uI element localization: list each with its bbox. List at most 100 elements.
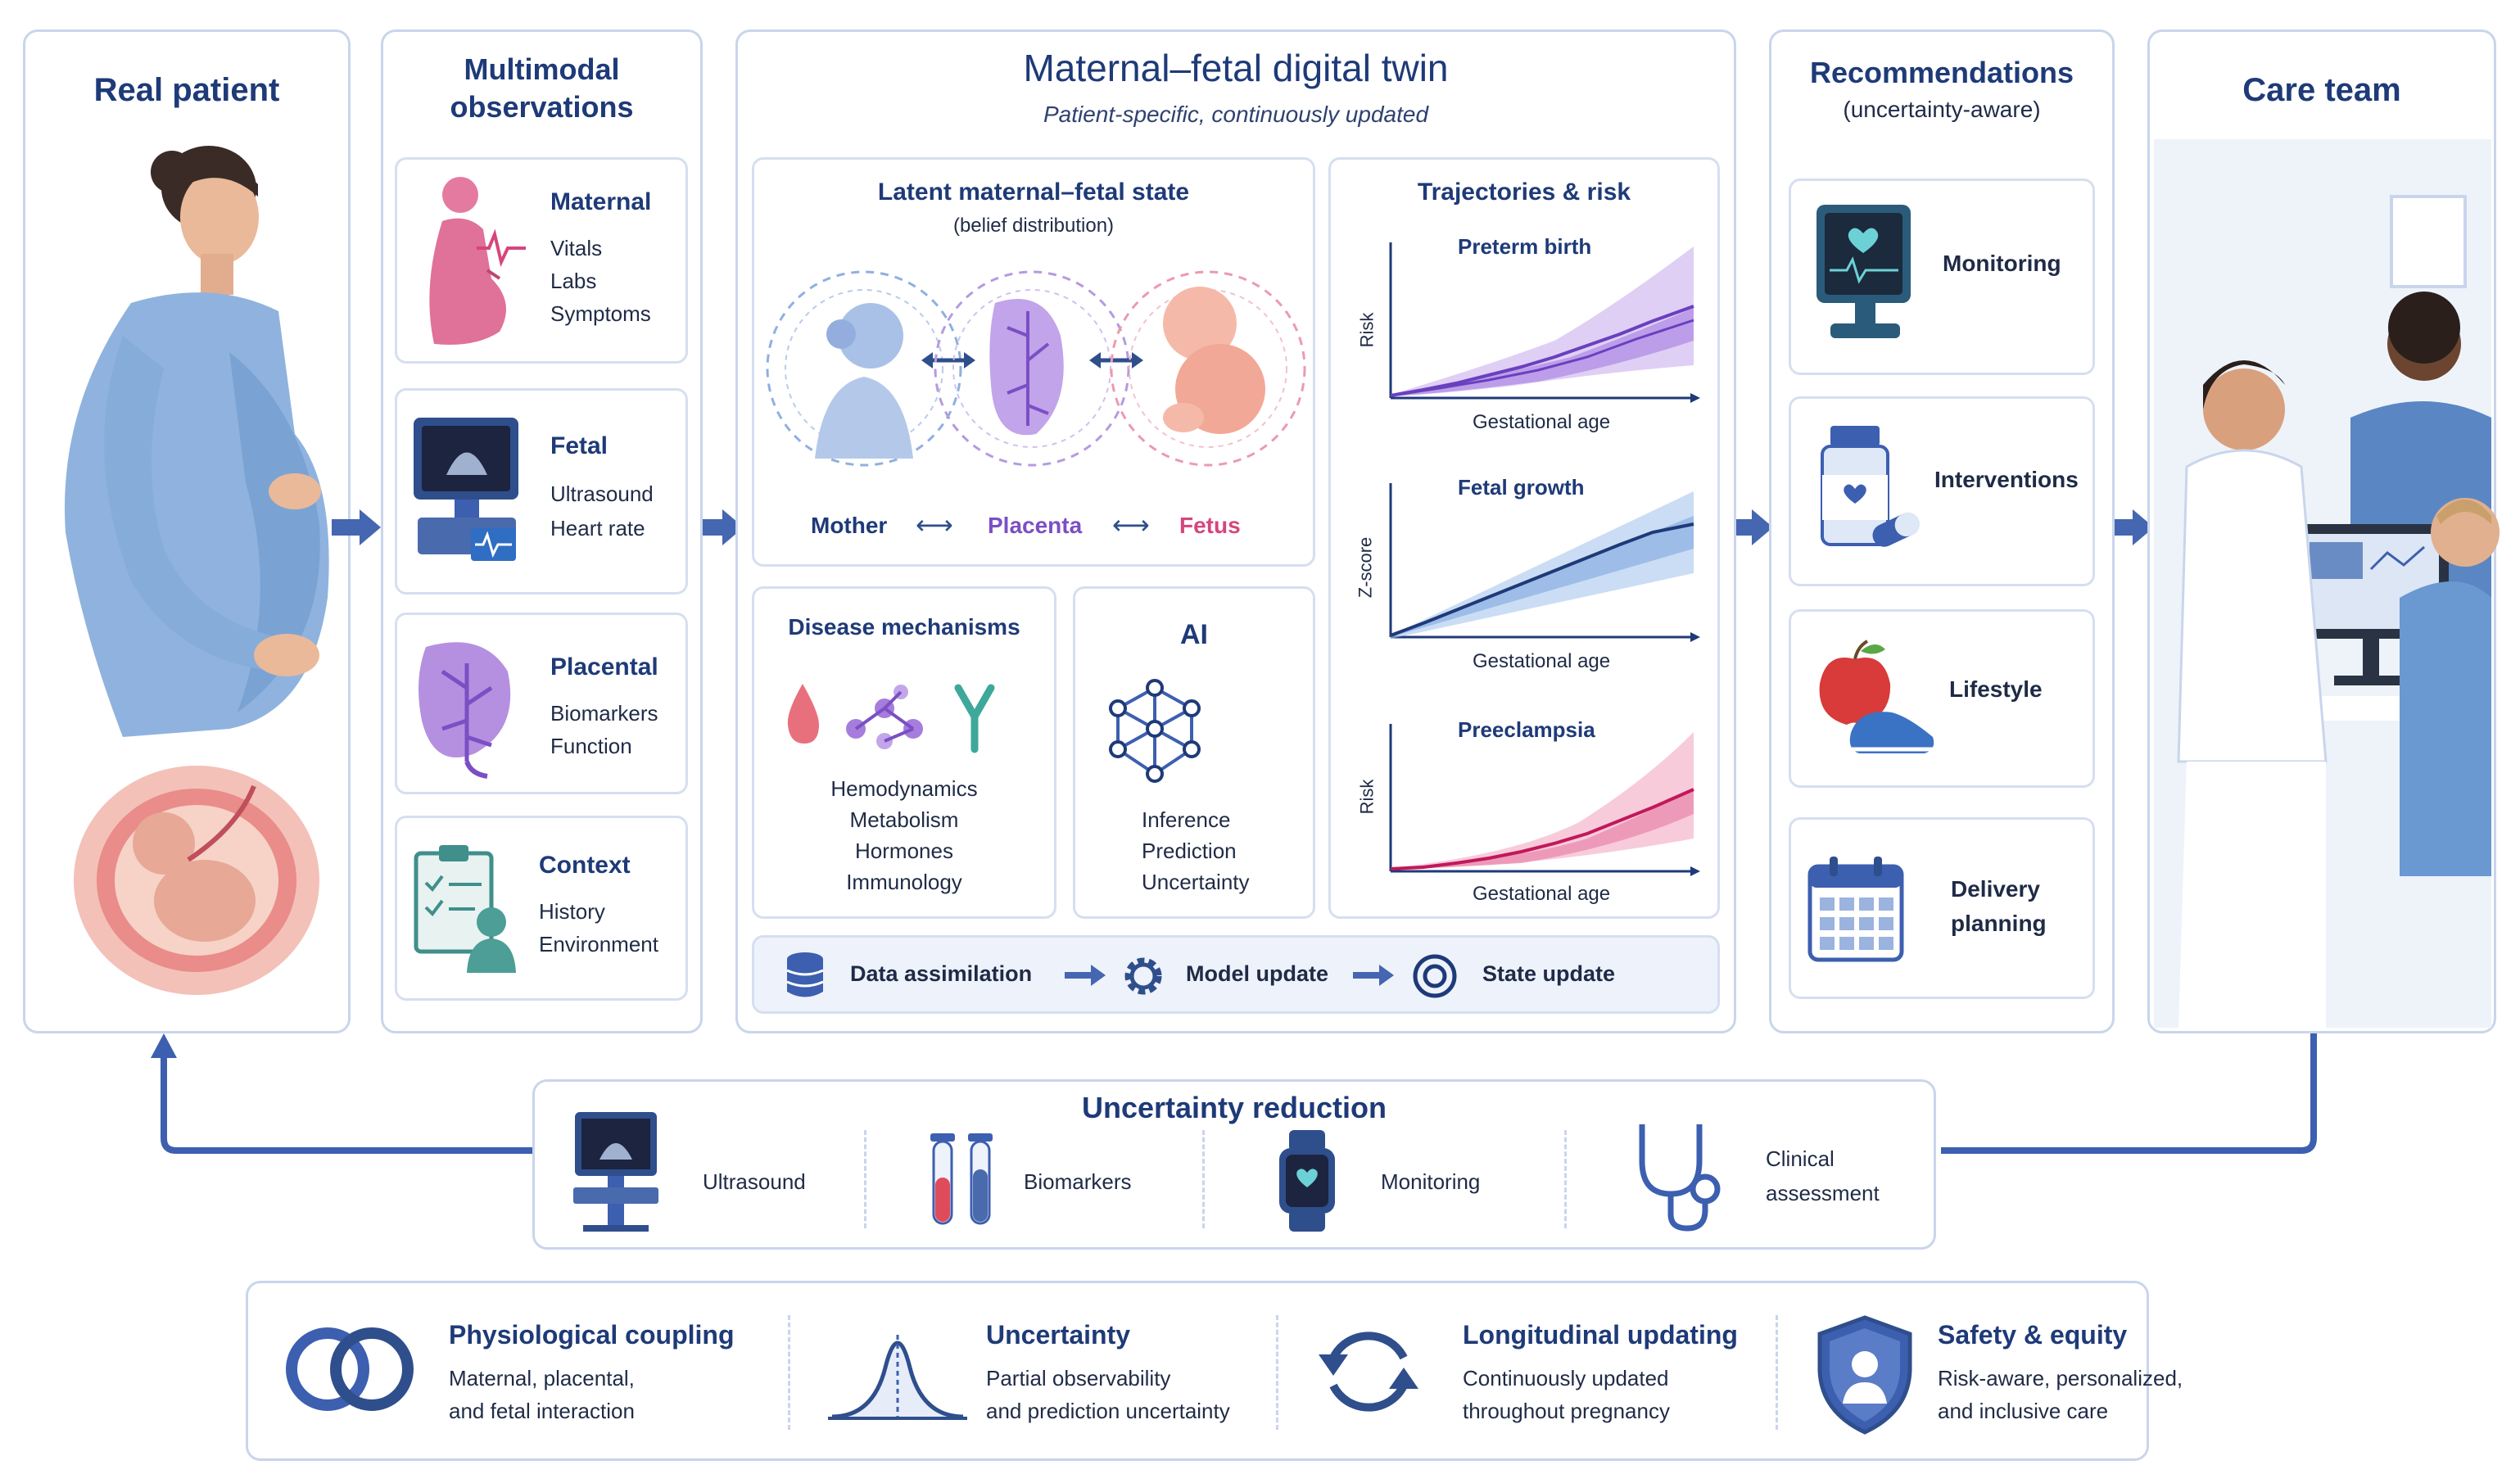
arrow-recommendations-to-care-team xyxy=(2105,509,2154,545)
chart-preterm-xlabel: Gestational age xyxy=(1473,411,1611,433)
latent-label-placenta: Placenta xyxy=(988,513,1083,538)
uncertainty-item-clinical-line1: Clinical xyxy=(1766,1146,1835,1171)
chart-preterm-title: Preterm birth xyxy=(1458,234,1592,259)
cycle-arrows-icon xyxy=(1319,1332,1418,1412)
smartwatch-icon xyxy=(1279,1130,1335,1232)
fetal-card-title: Fetal xyxy=(550,432,609,459)
chart-growth-xlabel: Gestational age xyxy=(1473,650,1611,672)
digital-twin-title: Maternal–fetal digital twin xyxy=(1023,47,1449,89)
principle-4-title: Safety & equity xyxy=(1938,1320,2128,1350)
trajectories-title: Trajectories & risk xyxy=(1417,179,1631,206)
mechanisms-title: Disease mechanisms xyxy=(788,614,1020,640)
arrow-twin-to-recommendations xyxy=(1724,509,1773,545)
pregnant-patient-illustration xyxy=(65,146,329,995)
shield-person-icon xyxy=(1817,1315,1912,1435)
chart-preeclampsia-xlabel: Gestational age xyxy=(1473,883,1611,905)
digital-twin-subtitle: Patient-specific, continuously updated xyxy=(1043,102,1429,127)
maternal-card-title: Maternal xyxy=(550,188,652,215)
chart-growth-title: Fetal growth xyxy=(1458,475,1585,500)
pregnant-woman-icon xyxy=(429,177,506,345)
fetal-item-2: Heart rate xyxy=(550,516,645,540)
chart-preeclampsia-plot xyxy=(1389,724,1700,876)
pipeline-arrow-2 xyxy=(1353,965,1394,986)
chart-growth-ylabel: Z-score xyxy=(1355,536,1376,599)
recommendation-lifestyle: Lifestyle xyxy=(1949,676,2043,702)
principle-3-line2: throughout pregnancy xyxy=(1463,1399,1670,1423)
mechanisms-card xyxy=(752,586,1056,919)
maternal-item-2: Labs xyxy=(550,269,597,293)
ai-item-2: Prediction xyxy=(1142,839,1237,863)
placental-item-2: Function xyxy=(550,734,632,758)
care-team-title: Care team xyxy=(2242,72,2401,108)
uncertainty-item-ultrasound: Ultrasound xyxy=(703,1169,806,1194)
principle-4-line2: and inclusive care xyxy=(1938,1399,2109,1423)
database-icon xyxy=(786,952,824,997)
uncertainty-divider-1 xyxy=(864,1130,866,1228)
ai-item-3: Uncertainty xyxy=(1142,870,1250,894)
clipboard-person-icon xyxy=(414,845,516,973)
chart-preterm-plot xyxy=(1389,242,1700,403)
test-tubes-icon xyxy=(930,1133,993,1225)
pipeline-bar xyxy=(752,935,1720,1014)
calendar-icon xyxy=(1807,857,1904,962)
latent-label-mother: Mother xyxy=(811,513,888,538)
principle-2-title: Uncertainty xyxy=(986,1320,1131,1350)
principles-divider-3 xyxy=(1776,1315,1778,1430)
uncertainty-item-monitoring: Monitoring xyxy=(1381,1169,1481,1194)
principles-divider-2 xyxy=(1276,1315,1278,1430)
recommendation-delivery-line2: planning xyxy=(1951,911,2047,936)
principle-2-line2: and prediction uncertainty xyxy=(986,1399,1230,1423)
context-item-1: History xyxy=(539,899,605,924)
latent-state-illustration xyxy=(766,270,1306,467)
pipeline-step-1: Data assimilation xyxy=(850,961,1033,986)
placental-card-title: Placental xyxy=(550,653,658,680)
context-card-title: Context xyxy=(539,852,631,879)
monitor-heart-icon xyxy=(1816,205,1911,338)
principle-1-title: Physiological coupling xyxy=(449,1320,735,1350)
principle-1-line1: Maternal, placental, xyxy=(449,1366,635,1390)
uncertainty-divider-3 xyxy=(1564,1130,1567,1228)
gear-icon xyxy=(1124,957,1162,995)
maternal-item-1: Vitals xyxy=(550,236,603,260)
recommendation-interventions: Interventions xyxy=(1934,467,2079,492)
pipeline-arrow-1 xyxy=(1065,965,1106,986)
stethoscope-icon xyxy=(1639,1124,1721,1232)
care-team-illustration xyxy=(2154,139,2500,1028)
latent-state-subtitle: (belief distribution) xyxy=(952,215,1115,237)
neural-network-icon xyxy=(1109,679,1201,783)
context-item-2: Environment xyxy=(539,932,658,956)
fetal-item-1: Ultrasound xyxy=(550,482,654,506)
arrow-observations-to-twin xyxy=(694,509,744,545)
ultrasound-monitor-icon xyxy=(414,418,518,561)
heartbeat-line-icon xyxy=(477,228,526,268)
pipeline-step-3: State update xyxy=(1482,961,1616,986)
mechanism-item-3: Hormones xyxy=(855,839,953,863)
linked-rings-icon xyxy=(286,1327,414,1411)
observations-title-line1: Multimodal xyxy=(464,52,620,86)
chart-preeclampsia-ylabel: Risk xyxy=(1356,779,1378,815)
latent-arrow-2: ⟷ xyxy=(1112,510,1150,540)
maternal-item-3: Symptoms xyxy=(550,301,651,326)
mechanism-item-1: Hemodynamics xyxy=(830,776,978,801)
uncertainty-item-biomarkers: Biomarkers xyxy=(1024,1169,1132,1194)
principle-1-line2: and fetal interaction xyxy=(449,1399,635,1423)
ai-item-1: Inference xyxy=(1142,807,1231,832)
principle-4-line1: Risk-aware, personalized, xyxy=(1938,1366,2183,1390)
uncertainty-item-clinical-line2: assessment xyxy=(1766,1181,1880,1205)
chart-preterm-ylabel: Risk xyxy=(1356,312,1378,348)
apple-shoe-icon xyxy=(1819,640,1934,753)
placenta-icon xyxy=(418,642,511,779)
latent-state-title: Latent maternal–fetal state xyxy=(877,179,1190,206)
pipeline-step-2: Model update xyxy=(1186,961,1328,986)
recommendation-monitoring: Monitoring xyxy=(1943,251,2061,276)
principle-3-line1: Continuously updated xyxy=(1463,1366,1669,1390)
principle-2-line1: Partial observability xyxy=(986,1366,1171,1390)
real-patient-title: Real patient xyxy=(93,72,280,108)
uncertainty-reduction-title: Uncertainty reduction xyxy=(1081,1091,1387,1124)
arrow-patient-to-observations xyxy=(332,509,381,545)
ai-title: AI xyxy=(1180,619,1208,650)
recommendation-delivery-line1: Delivery xyxy=(1951,876,2040,902)
ultrasound-machine-icon xyxy=(573,1112,658,1232)
principles-divider-1 xyxy=(788,1315,790,1430)
